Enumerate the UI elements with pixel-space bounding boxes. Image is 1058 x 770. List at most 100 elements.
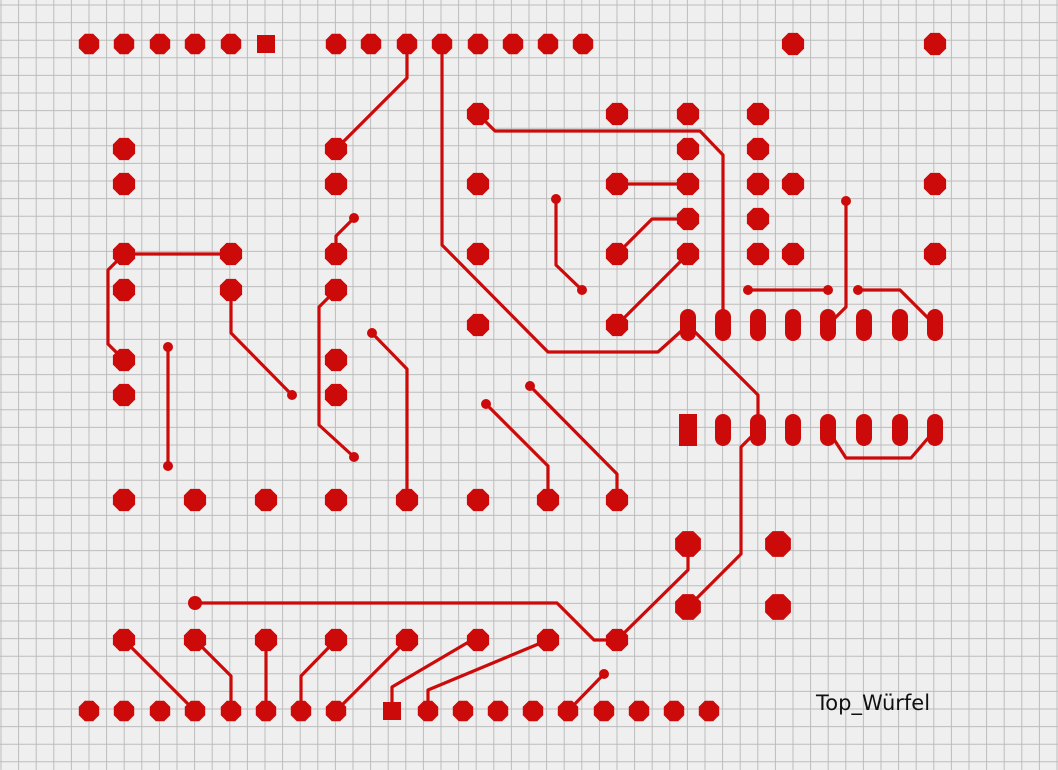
pad xyxy=(78,33,100,55)
via xyxy=(743,285,753,295)
pad xyxy=(676,137,700,161)
via xyxy=(823,285,833,295)
pad xyxy=(765,531,791,557)
pad xyxy=(467,33,489,55)
pad xyxy=(184,33,206,55)
via xyxy=(349,452,359,462)
oval-pad xyxy=(892,414,908,446)
pad xyxy=(746,242,770,266)
pad xyxy=(923,32,947,56)
pad xyxy=(781,32,805,56)
copper-trace xyxy=(193,638,233,713)
pad xyxy=(746,172,770,196)
rect-pad xyxy=(679,414,697,446)
pad xyxy=(112,488,136,512)
layer-label: Top_Würfel xyxy=(815,691,930,716)
copper-trace xyxy=(334,42,409,151)
via xyxy=(163,461,173,471)
pad xyxy=(113,700,135,722)
pad xyxy=(324,383,348,407)
pad xyxy=(220,33,242,55)
pad xyxy=(923,172,947,196)
pad xyxy=(219,278,243,302)
pad xyxy=(537,33,559,55)
pad xyxy=(324,348,348,372)
copper-trace xyxy=(122,638,197,713)
pad xyxy=(360,33,382,55)
oval-pad xyxy=(750,414,766,446)
oval-pad xyxy=(927,414,943,446)
via xyxy=(349,213,359,223)
pad xyxy=(149,700,171,722)
pad xyxy=(183,628,207,652)
pad xyxy=(628,700,650,722)
pad xyxy=(557,700,579,722)
via xyxy=(599,669,609,679)
copper-trace xyxy=(686,428,760,609)
pad xyxy=(113,33,135,55)
copper-trace xyxy=(615,252,690,327)
pad xyxy=(675,531,701,557)
copper-trace xyxy=(615,217,690,256)
pad xyxy=(254,488,278,512)
pad xyxy=(324,137,348,161)
pad xyxy=(112,172,136,196)
pad xyxy=(502,33,524,55)
copper-trace xyxy=(334,638,409,713)
copper-trace xyxy=(554,197,584,292)
copper-trace xyxy=(440,42,690,354)
pad xyxy=(466,628,490,652)
pad xyxy=(605,628,629,652)
pad xyxy=(396,33,418,55)
pad xyxy=(466,172,490,196)
pad xyxy=(254,628,278,652)
copper-trace xyxy=(317,288,356,459)
oval-pad xyxy=(715,414,731,446)
pad xyxy=(605,172,629,196)
via xyxy=(525,381,535,391)
oval-pad xyxy=(785,309,801,341)
copper-trace xyxy=(484,402,550,502)
pad xyxy=(112,242,136,266)
pad xyxy=(466,102,490,126)
pad xyxy=(325,700,347,722)
pad xyxy=(220,700,242,722)
pad xyxy=(431,33,453,55)
pad xyxy=(536,628,560,652)
square-pad xyxy=(257,35,275,53)
pad xyxy=(324,242,348,266)
copper-trace xyxy=(229,288,294,397)
copper-trace xyxy=(856,288,937,327)
pad xyxy=(746,207,770,231)
copper-traces xyxy=(106,42,937,713)
pad xyxy=(765,594,791,620)
copper-trace xyxy=(299,638,338,713)
pad xyxy=(522,700,544,722)
copper-trace xyxy=(106,252,126,362)
pad xyxy=(605,102,629,126)
pad xyxy=(417,700,439,722)
oval-pad xyxy=(820,309,836,341)
component-pads xyxy=(78,32,947,722)
pad xyxy=(184,700,206,722)
pad xyxy=(78,700,100,722)
pad xyxy=(676,172,700,196)
pad xyxy=(452,700,474,722)
via xyxy=(853,285,863,295)
pad xyxy=(255,700,277,722)
pad xyxy=(676,242,700,266)
oval-pad xyxy=(856,414,872,446)
pad xyxy=(112,348,136,372)
oval-pad xyxy=(927,309,943,341)
copper-trace xyxy=(370,331,409,502)
via xyxy=(577,285,587,295)
pad xyxy=(605,242,629,266)
copper-trace xyxy=(476,112,725,327)
via xyxy=(841,196,851,206)
pad xyxy=(112,383,136,407)
pad xyxy=(219,242,243,266)
pad xyxy=(325,33,347,55)
pad xyxy=(663,700,685,722)
oval-pad xyxy=(892,309,908,341)
